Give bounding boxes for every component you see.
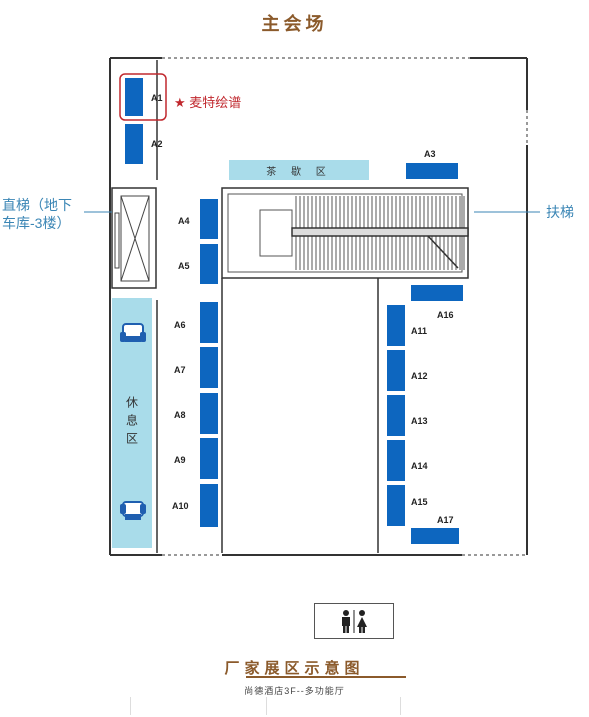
footer-subtitle: 尚德酒店3F--多功能厅 [244, 686, 345, 696]
booth-a7[interactable] [200, 347, 218, 388]
featured-exhibitor-callout: ★ 麦特绘谱 [174, 92, 241, 111]
venue-title: 主会场 [261, 14, 328, 34]
elevator-label-line2: 车库-3楼） [2, 215, 71, 231]
booth-label-a4: A4 [178, 216, 190, 226]
booth-label-a11: A11 [411, 326, 428, 336]
booth-a4[interactable] [200, 199, 218, 239]
booth-a11[interactable] [387, 305, 405, 346]
booth-label-a5: A5 [178, 261, 190, 271]
star-icon: ★ [174, 95, 186, 110]
booth-a15[interactable] [387, 485, 405, 526]
rest-zone-label: 休息区 [124, 396, 139, 450]
tea-break-zone: 茶 歇 区 [229, 160, 369, 180]
booth-label-a14: A14 [411, 461, 428, 471]
sofa-icon [120, 501, 146, 520]
booth-a16[interactable] [411, 285, 463, 301]
booth-a9[interactable] [200, 438, 218, 479]
booth-label-a1: A1 [151, 93, 163, 103]
tea-break-label: 茶 歇 区 [266, 166, 332, 178]
booth-a12[interactable] [387, 350, 405, 391]
divider [130, 697, 131, 715]
booth-a2[interactable] [125, 124, 143, 164]
footer-title: 厂家展区示意图 [224, 660, 365, 677]
booth-a13[interactable] [387, 395, 405, 436]
booth-a17[interactable] [411, 528, 459, 544]
booth-label-a10: A10 [172, 501, 189, 511]
sofa-icon [120, 323, 146, 342]
elevator-label: 直梯（地下 车库-3楼） [2, 196, 72, 232]
escalator-label: 扶梯 [546, 204, 574, 220]
booth-a14[interactable] [387, 440, 405, 481]
booth-label-a9: A9 [174, 455, 186, 465]
booth-label-a2: A2 [151, 139, 163, 149]
booth-a6[interactable] [200, 302, 218, 343]
booth-a10[interactable] [200, 484, 218, 527]
elevator-label-line1: 直梯（地下 [2, 197, 72, 213]
booth-label-a6: A6 [174, 320, 186, 330]
booth-label-a12: A12 [411, 371, 428, 381]
booth-label-a16: A16 [437, 310, 454, 320]
divider [400, 697, 401, 715]
booth-label-a13: A13 [411, 416, 428, 426]
booth-label-a8: A8 [174, 410, 186, 420]
booth-label-a7: A7 [174, 365, 186, 375]
restroom-sign [314, 603, 394, 639]
booth-a3[interactable] [406, 163, 458, 179]
booth-label-a17: A17 [437, 515, 454, 525]
booth-a5[interactable] [200, 244, 218, 284]
featured-exhibitor-name: 麦特绘谱 [189, 95, 242, 110]
booth-label-a15: A15 [411, 497, 428, 507]
booth-label-a3: A3 [424, 149, 436, 159]
footer-divider [246, 676, 406, 678]
booth-a1[interactable] [125, 78, 143, 116]
restroom-icon [342, 610, 367, 633]
divider [266, 697, 267, 715]
booth-a8[interactable] [200, 393, 218, 434]
